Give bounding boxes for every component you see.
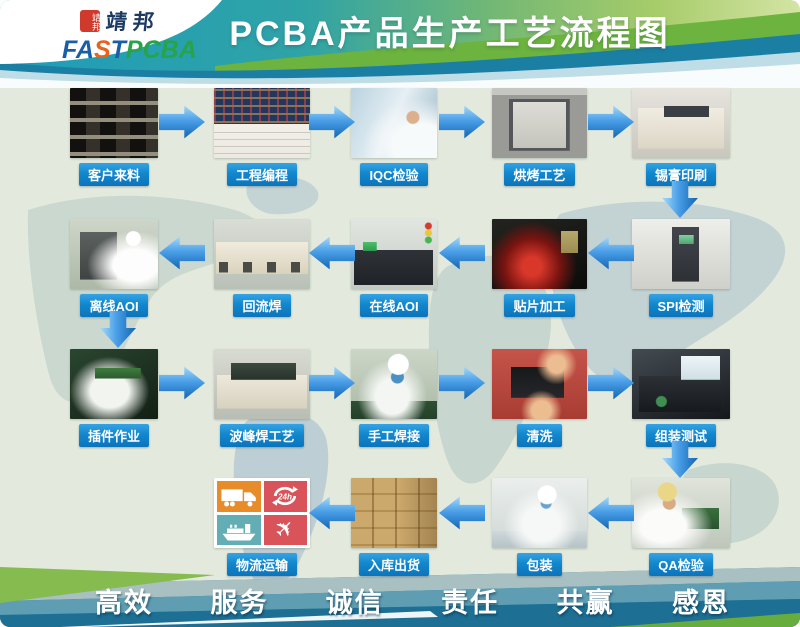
step-label: IQC检验 [360,163,428,186]
24h-express-icon: 24h [263,481,307,512]
step-spi-inspection: SPI检测 [632,219,730,317]
step-customer-incoming: 客户来料 [70,88,158,186]
step-label: 清洗 [517,424,562,447]
photo-smt-placement [492,219,587,289]
company-values: 高效 服务 诚信 责任 共赢 感恩 [0,581,800,620]
step-smt-placement: 贴片加工 [492,219,587,317]
step-label: 包装 [517,553,562,576]
value-gratitude: 感恩 [671,588,730,618]
value-win-win: 共赢 [556,588,615,618]
photo-reflow-oven [214,219,310,289]
svg-text:24h: 24h [277,493,292,502]
step-label: 回流焊 [233,294,291,317]
step-label: 入库出货 [358,553,429,576]
airplane-icon: ✈ [263,513,307,546]
header: 靖邦 靖邦 FASTPCBA PCBA产品生产工艺流程图 [0,0,800,88]
photo-iqc-inspection [351,88,437,158]
footer-wave-background [0,567,800,627]
step-label: 锡膏印刷 [645,163,716,186]
step-engineering-programming: 工程编程 [214,88,310,186]
step-packing: 包装 [492,478,587,576]
step-tht-insertion: 插件作业 [70,349,158,447]
logo-brand-chinese: 靖邦 [104,10,162,34]
fastpcba-logo: 靖邦 靖邦 FASTPCBA [62,6,222,63]
step-label: QA检验 [649,553,713,576]
value-efficiency: 高效 [95,588,153,618]
photo-online-aoi [351,219,437,289]
photo-hand-soldering [351,349,437,419]
photo-board-cleaning [492,349,587,419]
step-baking-process: 烘烤工艺 [492,88,587,186]
step-offline-aoi: 离线AOI [70,219,158,317]
photo-spi-machine [632,219,730,289]
step-iqc-inspection: IQC检验 [351,88,437,186]
truck-icon [217,481,261,512]
step-label: 手工焊接 [358,424,429,447]
footer: 高效 服务 诚信 责任 共赢 感恩 [0,567,800,627]
photo-solder-paste-printer [632,88,730,158]
step-label: 工程编程 [226,163,297,186]
cargo-ship-icon [217,514,261,545]
step-reflow-soldering: 回流焊 [214,219,310,317]
logistics-icon-grid: 24h ✈ [214,478,310,548]
step-warehouse-shipping: 入库出货 [351,478,437,576]
logo-fast-s: S [93,36,111,64]
step-solder-paste-printing: 锡膏印刷 [632,88,730,186]
photo-baking-oven [492,88,587,158]
photo-offline-aoi [70,219,158,289]
step-label: 物流运输 [226,553,297,576]
step-label: 波峰焊工艺 [220,424,304,447]
value-integrity: 诚信 [325,588,384,618]
step-logistics: 24h ✈ 物流运输 [214,478,310,576]
step-label: 客户来料 [78,163,149,186]
step-label: 插件作业 [78,424,149,447]
step-label: 贴片加工 [504,294,575,317]
step-cleaning: 清洗 [492,349,587,447]
logo-brand-english: FASTPCBA [62,38,222,63]
photo-qa-inspection [632,478,730,548]
step-label: 组装测试 [645,424,716,447]
logo-fast-suffix: T [110,36,126,64]
photo-warehouse-shelves [70,88,158,158]
page-title: PCBA产品生产工艺流程图 [229,15,671,53]
photo-wave-soldering [214,349,310,419]
logo-fast-prefix: FA [62,36,94,64]
photo-pcb-layout-document [214,88,310,158]
step-label: 在线AOI [360,294,428,317]
value-service: 服务 [210,588,269,618]
step-assembly-testing: 组装测试 [632,349,730,447]
step-label: SPI检测 [648,294,714,317]
photo-carton-stacks [351,478,437,548]
photo-packing [492,478,587,548]
logo-pcba: PCBA [125,36,197,64]
step-qa-inspection: QA检验 [632,478,730,576]
step-hand-soldering: 手工焊接 [351,349,437,447]
step-wave-soldering: 波峰焊工艺 [214,349,310,447]
photo-tht-insertion [70,349,158,419]
airplane-glyph: ✈ [268,513,301,546]
step-online-aoi: 在线AOI [351,219,437,317]
step-label: 离线AOI [80,294,148,317]
photo-assembly-testing [632,349,730,419]
header-wave-background [0,0,800,88]
step-label: 烘烤工艺 [504,163,575,186]
value-responsibility: 责任 [441,588,500,618]
logo-seal-icon: 靖邦 [80,10,101,32]
